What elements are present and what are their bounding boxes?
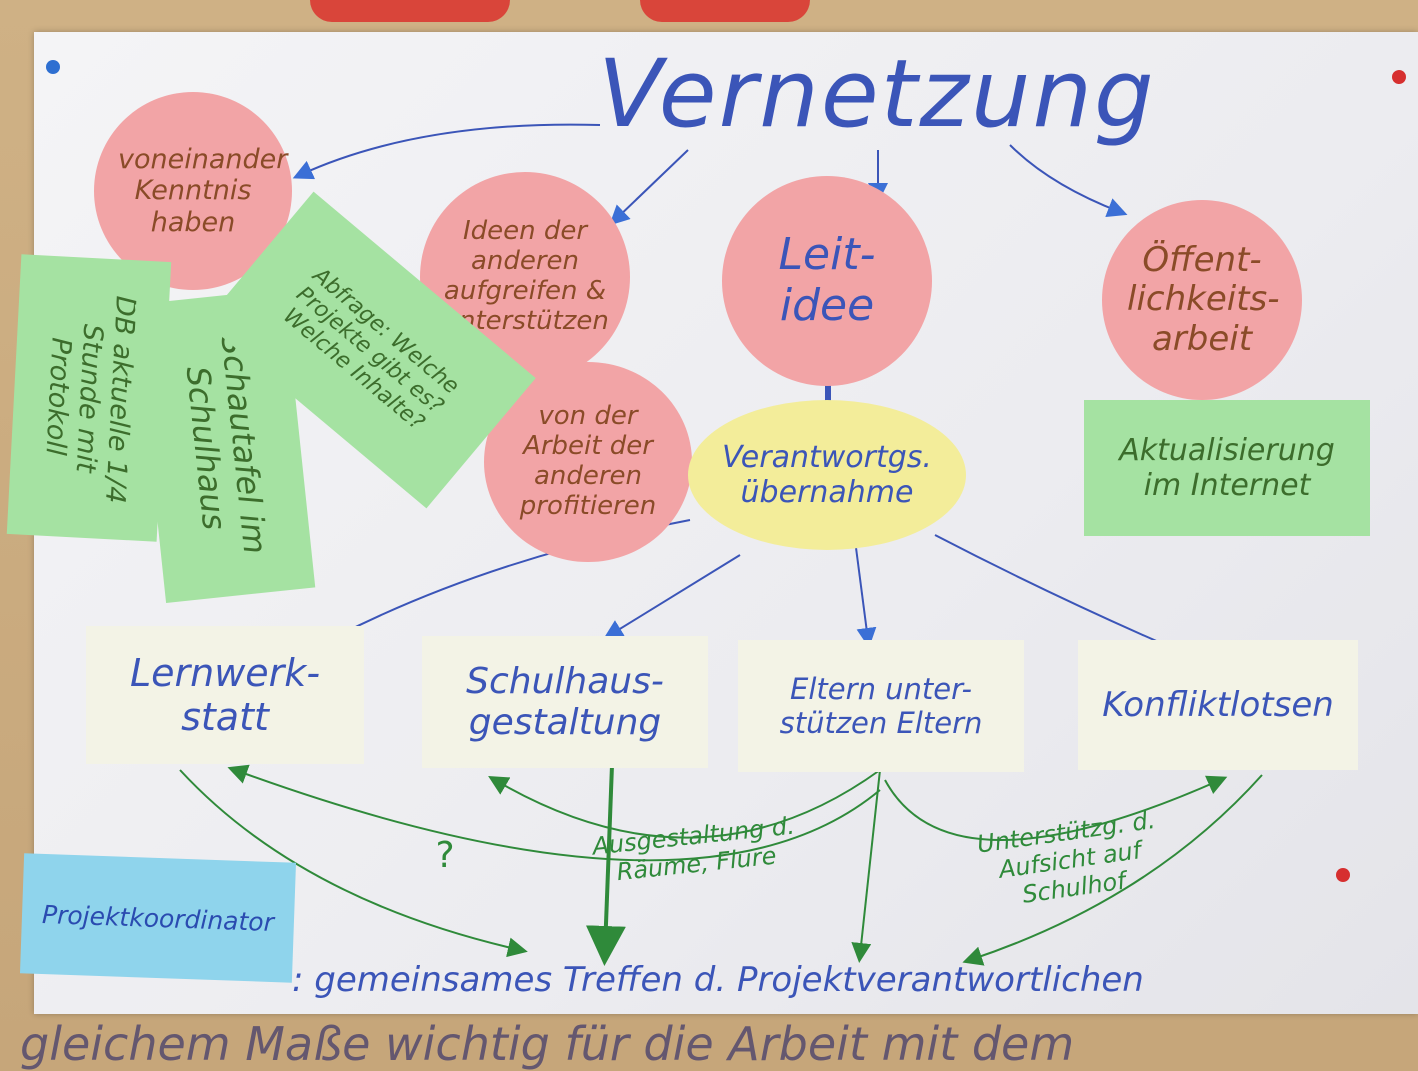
note-projektkoordinator-text: Projektkoordinator [41, 899, 275, 937]
circle-leitidee-text: Leit- idee [778, 229, 876, 331]
ellipse-verantwortung-text: Verantwortgs. übernahme [722, 440, 932, 510]
circle-kenntnis: voneinander Kenntnis haben [94, 92, 292, 290]
red-decoration-left [310, 0, 510, 22]
circle-kenntnis-text: voneinander Kenntnis haben [118, 144, 288, 238]
question-mark: ? [425, 830, 465, 880]
circle-leitidee: Leit- idee [722, 176, 932, 386]
circle-ideen-text: Ideen der anderen aufgreifen & unterstüt… [442, 216, 609, 336]
circle-ideen: Ideen der anderen aufgreifen & unterstüt… [420, 172, 630, 382]
circle-oeffentlichkeit: Öffent- lichkeits- arbeit [1102, 200, 1302, 400]
bottom-line: : gemeinsames Treffen d. Projektverantwo… [292, 955, 1402, 1005]
card-lernwerkstatt-text: Lernwerk- statt [129, 651, 321, 739]
circle-profitieren-text: von der Arbeit der anderen profitieren [519, 401, 657, 521]
card-eltern-text: Eltern unter- stützen Eltern [779, 672, 983, 740]
note-db-text: DB aktuelle 1/4 Stunde mit Protokoll [39, 294, 141, 505]
title-vernetzung: Vernetzung [598, 40, 1156, 149]
note-aktualisierung-text: Aktualisierung im Internet [1119, 433, 1335, 503]
card-schulhaus: Schulhaus- gestaltung [422, 636, 708, 768]
annotation-ausgestaltung-text: Ausgestaltung d. Räume, Flure [591, 811, 796, 887]
note-aktualisierung: Aktualisierung im Internet [1084, 400, 1370, 536]
red-decoration-right [640, 0, 810, 22]
card-schulhaus-text: Schulhaus- gestaltung [466, 661, 664, 743]
card-konflikt-text: Konfliktlotsen [1102, 685, 1334, 725]
card-konflikt: Konfliktlotsen [1078, 640, 1358, 770]
background-cork-text: gleichem Maße wichtig für die Arbeit mit… [20, 1017, 1400, 1071]
question-mark-text: ? [435, 834, 455, 876]
red-pin-top [1392, 70, 1406, 84]
red-pin-bottom [1336, 868, 1350, 882]
circle-oeffentlichkeit-text: Öffent- lichkeits- arbeit [1127, 240, 1280, 359]
background-cork-text-content: gleichem Maße wichtig für die Arbeit mit… [20, 1017, 1075, 1071]
annotation-unterstuetzung-text: Unterstützg. d. Aufsicht auf Schulhof [975, 805, 1157, 909]
note-projektkoordinator: Projektkoordinator [19, 853, 297, 983]
bottom-line-text: : gemeinsames Treffen d. Projektverantwo… [292, 960, 1144, 1000]
card-eltern: Eltern unter- stützen Eltern [738, 640, 1024, 772]
card-lernwerkstatt: Lernwerk- statt [86, 626, 364, 764]
blue-pin [46, 60, 60, 74]
ellipse-verantwortung: Verantwortgs. übernahme [688, 400, 966, 550]
